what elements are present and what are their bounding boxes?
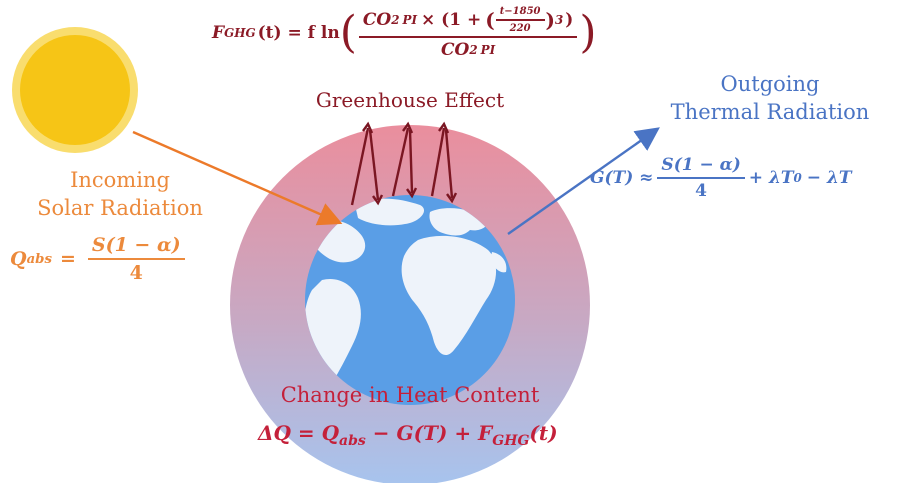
balance-tail: (t) (529, 421, 558, 445)
q-abs-eq: = (59, 248, 76, 270)
balance-mid: − G(T) + F (372, 421, 493, 445)
forcing-den-pi: PI (480, 43, 496, 57)
forcing-times: × (1 + (421, 10, 482, 30)
outgoing-rhs-sub: 0 (793, 171, 802, 185)
forcing-cube: 3 (555, 13, 564, 27)
greenhouse-arrows (350, 121, 458, 206)
greenhouse-arrow-up (430, 127, 446, 197)
greenhouse-arrowhead-down (406, 187, 418, 199)
balance-sub1: abs (339, 432, 366, 449)
earth-globe (305, 195, 515, 405)
forcing-den-two: 2 (469, 43, 478, 57)
outgoing-num: S(1 − α) (657, 155, 745, 179)
greenhouse-label: Greenhouse Effect (315, 88, 505, 112)
greenhouse-arrowhead-down (372, 194, 384, 206)
forcing-lhs-sub: GHG (224, 26, 256, 40)
forcing-co2-two: 2 (391, 13, 400, 27)
forcing-pi: PI (402, 13, 418, 27)
forcing-close: ) (565, 10, 574, 30)
forcing-den-co2: CO (441, 40, 470, 60)
outgoing-lhs: G(T) ≈ (590, 168, 654, 188)
forcing-co2: CO (362, 10, 392, 30)
q-abs-num: S(1 − α) (87, 234, 185, 260)
outgoing-rhs: + λT (748, 168, 794, 188)
greenhouse-arrow-down (368, 129, 380, 201)
balance-delta: ΔQ = Q (258, 421, 340, 445)
incoming-label-line2: Solar Radiation (37, 196, 203, 220)
incoming-label-line1: Incoming (70, 168, 170, 192)
greenhouse-arrow-down (408, 129, 414, 194)
sun-icon (20, 35, 130, 145)
q-abs-lhs-sub: abs (26, 251, 52, 267)
outgoing-tail: − λT (806, 168, 852, 188)
outgoing-label-line2: Thermal Radiation (670, 100, 870, 124)
forcing-arg: (t) = f ln (257, 23, 340, 43)
outgoing-den: 4 (695, 181, 708, 201)
heat-content-label: Change in Heat Content (280, 383, 540, 407)
forcing-lhs: F (212, 23, 225, 43)
balance-equation: ΔQ = Qabs − G(T) + FGHG(t) (258, 421, 558, 449)
greenhouse-arrow-down (444, 129, 454, 199)
incoming-radiation-arrow (132, 130, 343, 226)
forcing-inner-num: t−1850 (495, 6, 545, 21)
greenhouse-arrowhead-down (446, 192, 458, 204)
outgoing-radiation-arrow (507, 127, 660, 235)
q-abs-lhs: Q (10, 248, 27, 270)
greenhouse-arrow-up (391, 127, 410, 197)
greenhouse-arrow-up (350, 127, 370, 206)
outgoing-label-line1: Outgoing (720, 72, 820, 96)
q-abs-den: 4 (129, 262, 143, 284)
balance-sub2: GHG (492, 432, 530, 449)
forcing-inner-den: 220 (509, 23, 531, 34)
